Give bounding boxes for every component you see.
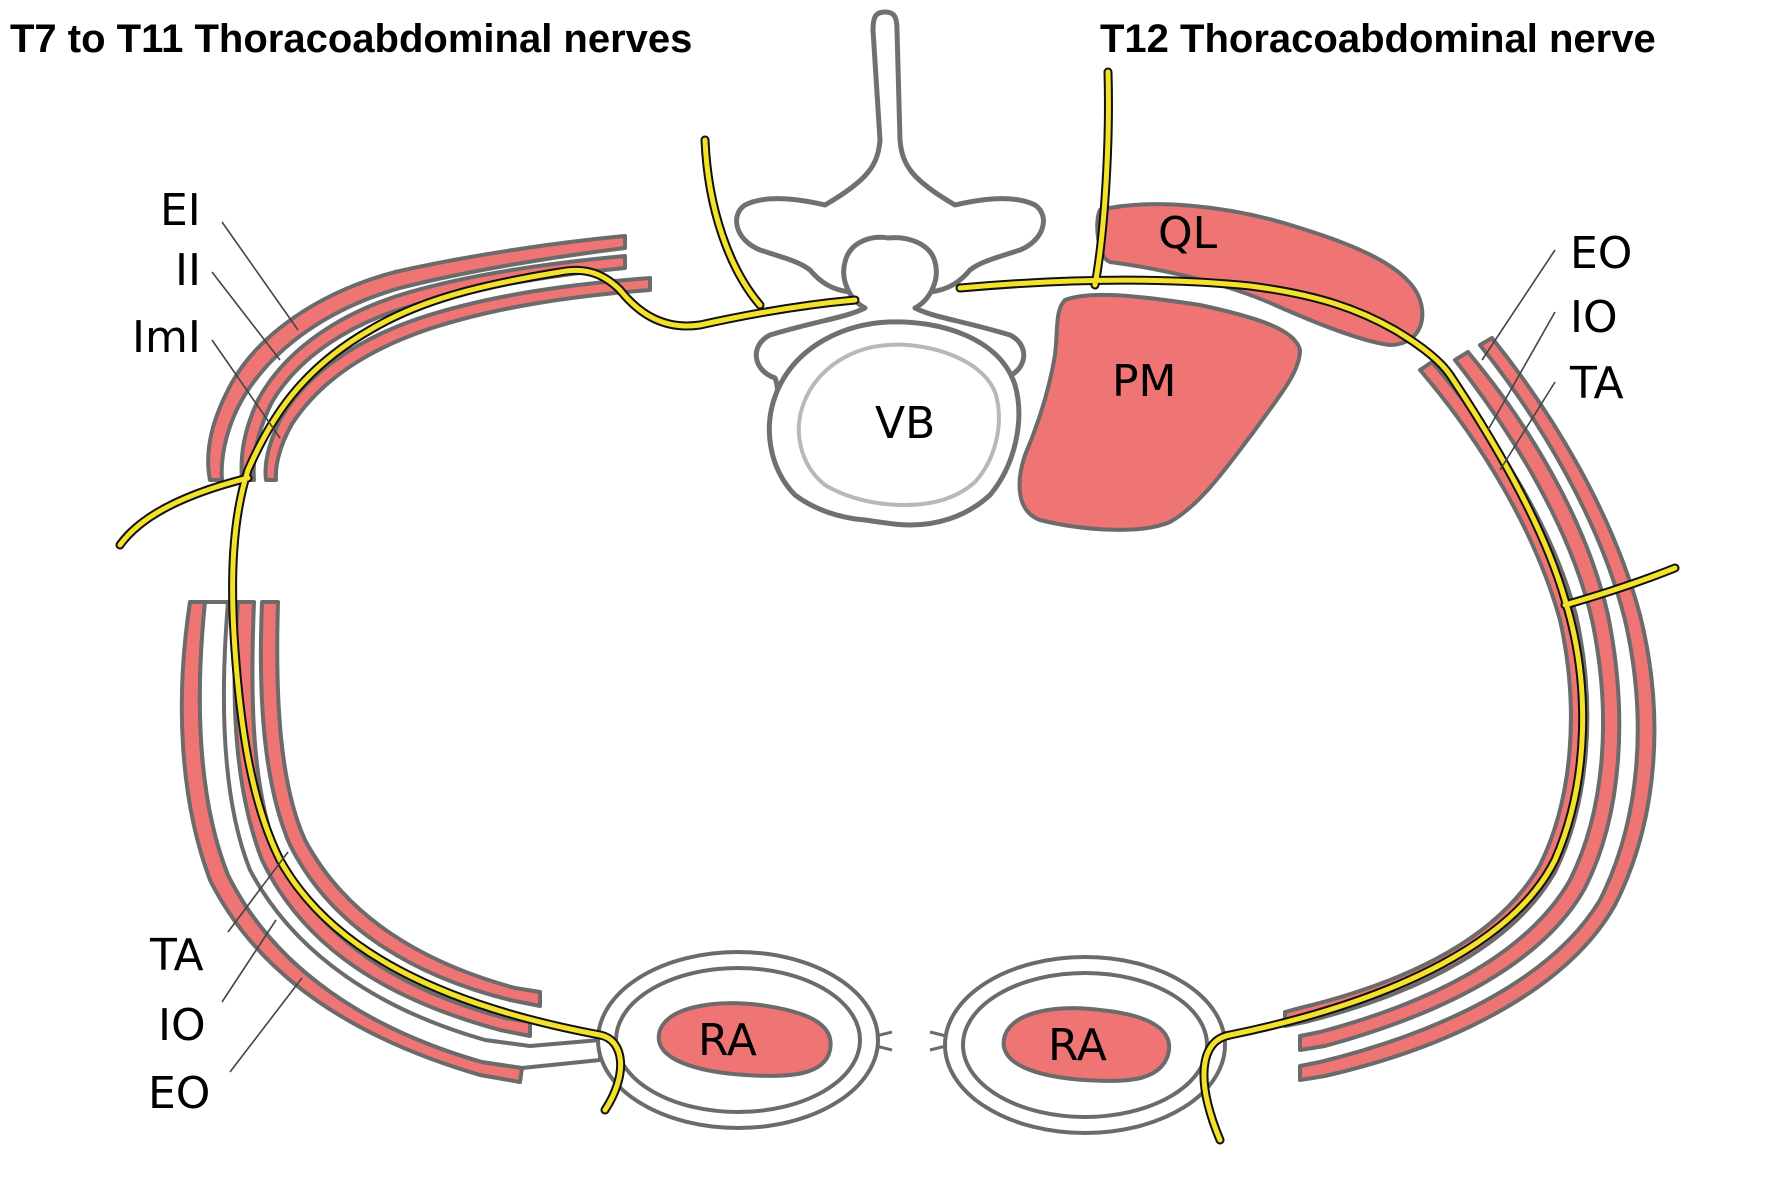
label-imi: ImI bbox=[132, 312, 201, 363]
label-ei: EI bbox=[160, 185, 201, 236]
right-wall bbox=[1283, 336, 1657, 1082]
nerve-left-core bbox=[117, 137, 858, 1113]
leader-ii bbox=[211, 271, 281, 361]
title-right: T12 Thoracoabdominal nerve bbox=[1100, 17, 1656, 61]
vertebra bbox=[734, 9, 1046, 528]
label-ra-left: RA bbox=[698, 1015, 757, 1066]
label-ql: QL bbox=[1158, 208, 1218, 259]
vertebral-body-inner bbox=[796, 342, 1001, 508]
label-ta-left: TA bbox=[149, 930, 204, 981]
leader-ei bbox=[221, 221, 299, 331]
label-io-left: IO bbox=[158, 1000, 206, 1051]
transversus-abdominis-left bbox=[258, 600, 542, 1008]
linea-alba bbox=[875, 1030, 947, 1052]
nerve-right-core bbox=[957, 69, 1678, 1143]
label-ta-right: TA bbox=[1569, 358, 1624, 409]
label-eo-right: EO bbox=[1570, 228, 1632, 279]
rectus-abdominis-left bbox=[656, 1001, 833, 1078]
rectus-left bbox=[596, 950, 880, 1130]
innermost-intercostal bbox=[263, 276, 652, 482]
leader-io-left bbox=[221, 919, 277, 1003]
label-ra-right: RA bbox=[1048, 1020, 1107, 1071]
psoas-major bbox=[1017, 292, 1302, 532]
leader-ta-right bbox=[1499, 381, 1556, 471]
nerve-right bbox=[955, 67, 1680, 1145]
leader-imi bbox=[211, 339, 281, 439]
leader-io-right bbox=[1487, 311, 1556, 431]
external-oblique-right bbox=[1298, 336, 1657, 1082]
nerve-left bbox=[115, 135, 860, 1115]
label-ii: II bbox=[175, 245, 201, 296]
vertebral-body bbox=[766, 319, 1022, 528]
rectus-right bbox=[943, 955, 1227, 1135]
external-intercostal bbox=[206, 234, 627, 482]
leader-lines bbox=[211, 221, 1556, 1073]
title-left: T7 to T11 Thoracoabdominal nerves bbox=[10, 17, 692, 61]
rectus-abdominis-right bbox=[1001, 1006, 1172, 1083]
label-io-right: IO bbox=[1570, 292, 1618, 343]
label-vb: VB bbox=[875, 398, 935, 449]
label-eo-left: EO bbox=[148, 1068, 210, 1119]
leader-eo-left bbox=[229, 977, 303, 1073]
leader-ta-left bbox=[227, 851, 289, 933]
leader-eo-right bbox=[1481, 249, 1556, 361]
label-pm: PM bbox=[1112, 356, 1177, 407]
internal-oblique-right bbox=[1298, 350, 1622, 1052]
